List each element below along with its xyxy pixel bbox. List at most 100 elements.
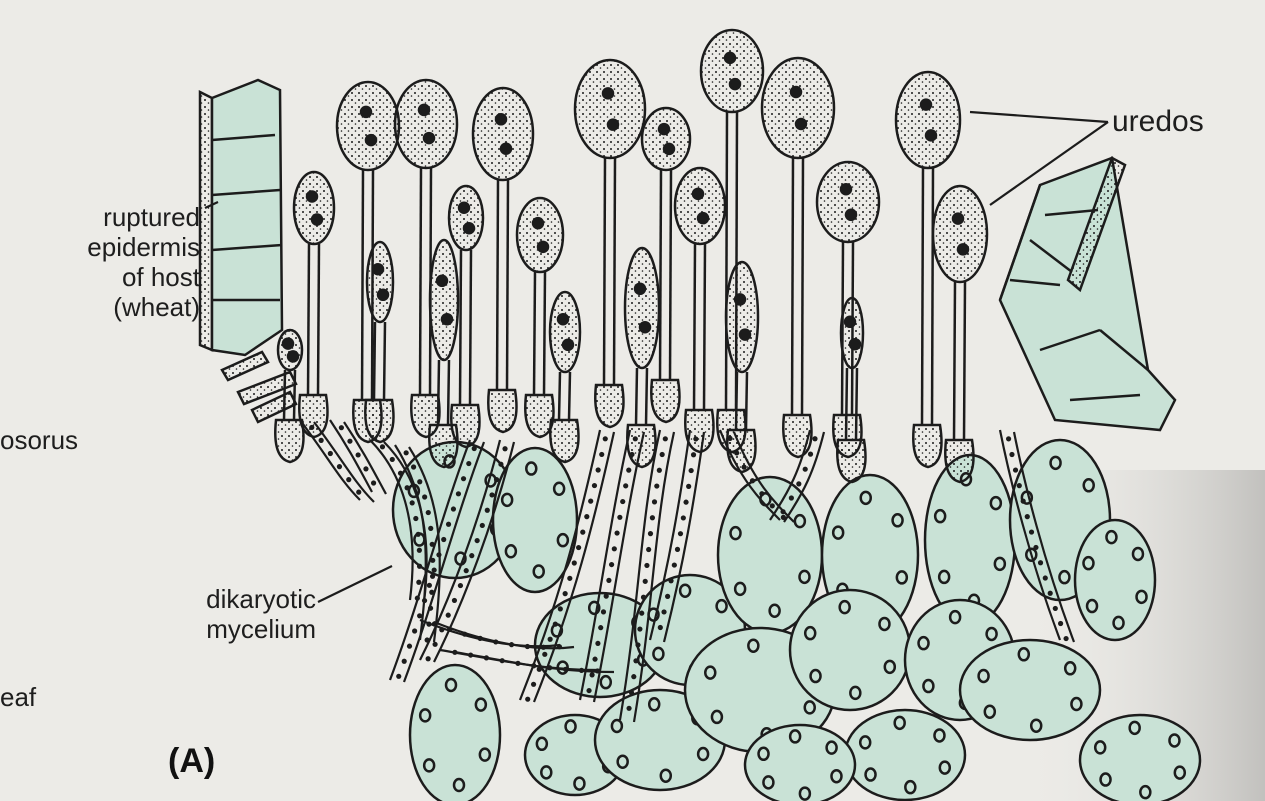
hypha-nucleus [432,567,437,572]
hypha-nucleus [572,560,577,565]
nucleus [533,218,543,228]
hypha-nucleus [639,611,644,616]
label-uredosorus: osorus [0,425,78,455]
hypha-nucleus [657,468,662,473]
hypha-nucleus [612,546,617,551]
nucleus [437,276,447,286]
hypha-nucleus [617,515,622,520]
hypha-nucleus [458,583,463,588]
hypha-nucleus [452,650,457,655]
hypha-nucleus [686,484,691,489]
hypha-nucleus [525,697,530,702]
hypha-nucleus [584,514,589,519]
hypha-nucleus [498,462,503,467]
spore [625,248,659,368]
hypha-nucleus [660,452,665,457]
hypha-nucleus [489,492,494,497]
nucleus [735,294,745,304]
hypha-nucleus [629,452,634,457]
stalk [374,322,375,400]
stalk [614,158,615,385]
label-ruptured-epidermis: ruptured epidermis of host (wheat) [22,202,200,322]
hypha-nucleus [629,690,634,695]
hypha-nucleus [604,594,609,599]
hypha-nucleus [631,674,636,679]
nucleus [424,133,434,143]
hypha-nucleus [808,452,813,457]
stalk [534,272,535,395]
nucleus [693,189,703,199]
nucleus [730,79,740,89]
hypha-nucleus [654,483,659,488]
spore [367,242,393,322]
hypha-nucleus [417,613,422,618]
hypha-nucleus [727,436,732,441]
hypha-nucleus [599,452,604,457]
basal-cell [837,440,865,482]
hypha-nucleus [672,562,677,567]
nucleus [926,130,936,140]
nucleus [496,114,506,124]
hypha-nucleus [643,579,648,584]
basal-cell [945,440,973,482]
hypha-nucleus [1053,606,1058,611]
spore [701,30,763,112]
mesophyll-cell [1075,520,1155,640]
hypha-nucleus [390,457,395,462]
stalk [470,250,471,405]
hypha-nucleus [635,642,640,647]
hypha-nucleus [633,658,638,663]
hypha-nucleus [416,532,421,537]
hypha-nucleus [641,595,646,600]
label-line-2: mycelium [118,614,316,644]
stalk [802,158,803,415]
nucleus [921,100,931,110]
hypha-nucleus [462,632,467,637]
nucleus [796,119,806,129]
hypha-nucleus [363,466,368,471]
hypha-nucleus [663,436,668,441]
hypha-nucleus [515,661,520,666]
nucleus [725,53,735,63]
hypha-nucleus [430,574,435,579]
hypha-nucleus [416,580,421,585]
nucleus [312,215,322,225]
basal-cell [365,400,393,442]
basal-cell [651,380,679,422]
hypha-nucleus [427,583,432,588]
hypha-nucleus [1033,545,1038,550]
spore [294,172,334,244]
hypha-nucleus [380,444,385,449]
hypha-nucleus [417,479,422,484]
hypha-nucleus [396,674,401,679]
hypha-nucleus [422,598,427,603]
hypha-nucleus [626,706,631,711]
hypha-nucleus [580,530,585,535]
hypha-nucleus [796,481,801,486]
stalk [932,168,933,425]
nucleus [635,284,645,294]
hypha-nucleus [456,491,461,496]
nucleus [459,203,469,213]
spore [395,80,457,168]
nucleus [307,191,317,201]
hypha-nucleus [436,552,441,557]
stalk [448,360,449,425]
stalk [438,360,439,425]
hypha-nucleus [339,425,344,430]
nucleus [538,242,548,252]
hypha-nucleus [623,483,628,488]
hypha-nucleus [432,642,437,647]
stalk [569,372,570,420]
hypha-nucleus [1006,436,1011,441]
hypha-nucleus [398,471,403,476]
hypha-nucleus [770,503,775,508]
basal-cell [550,420,578,462]
spore [430,240,458,360]
hypha-nucleus [319,438,324,443]
stalk [726,112,727,410]
stalk [694,244,695,410]
hypha-nucleus [446,522,451,527]
